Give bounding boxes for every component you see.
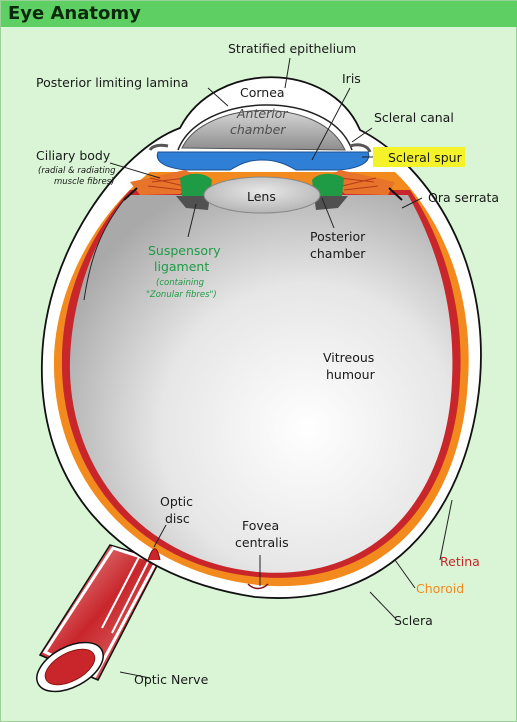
- suspensory-sub-1: (containing: [156, 278, 205, 288]
- scleral-canal-label: Scleral canal: [374, 110, 454, 125]
- ora-serrata-mark-left: [123, 187, 138, 201]
- iris-layer: [148, 143, 372, 171]
- posterior-chamber-label-1: Posterior: [310, 229, 366, 244]
- sclera-label: Sclera: [394, 613, 433, 628]
- ora-serrata-mark-right: [388, 187, 403, 201]
- vitreous-humour: [69, 195, 453, 573]
- ciliary-body-label: Ciliary body: [36, 148, 111, 163]
- posterior-chamber-label-2: chamber: [310, 246, 366, 261]
- choroid-label: Choroid: [416, 581, 464, 596]
- ora-serrata-label: Ora serrata: [428, 190, 499, 205]
- optic-nerve: [36, 544, 162, 693]
- fovea-label-2: centralis: [235, 535, 289, 550]
- optic-disc-mark: [147, 548, 161, 561]
- cornea-region: [177, 104, 353, 151]
- optic-disc-label-1: Optic: [160, 494, 193, 509]
- anterior-chamber-label-2: chamber: [230, 122, 286, 137]
- vitreous-humour-label-1: Vitreous: [323, 350, 374, 365]
- scleral-spur-label: Scleral spur: [388, 150, 463, 165]
- suspensory-label-2: ligament: [154, 259, 209, 274]
- lens: [203, 176, 321, 214]
- cornea-label: Cornea: [240, 85, 285, 100]
- scleral-spur-highlight: [373, 147, 465, 167]
- posterior-limiting-lamina-label: Posterior limiting lamina: [36, 75, 188, 90]
- optic-nerve-label: Optic Nerve: [134, 672, 209, 687]
- ciliary-body-sub-2: muscle fibres): [54, 177, 114, 187]
- stratified-epithelium-label: Stratified epithelium: [228, 41, 356, 56]
- retina-label: Retina: [440, 554, 480, 569]
- optic-disc-label-2: disc: [165, 511, 190, 526]
- fovea-label-1: Fovea: [242, 518, 279, 533]
- suspensory-sub-2: "Zonular fibres"): [146, 290, 217, 300]
- title-bar: Eye Anatomy: [1, 1, 517, 27]
- lens-label: Lens: [247, 189, 276, 204]
- leader-lines: [109, 57, 453, 679]
- suspensory-ligament: [176, 173, 348, 210]
- anterior-chamber-label-1: Anterior: [236, 106, 288, 121]
- ciliary-body-sub-1: (radial & radiating: [38, 166, 116, 176]
- iris-label: Iris: [342, 71, 361, 86]
- suspensory-label-1: Suspensory: [148, 243, 221, 258]
- diagram-title: Eye Anatomy: [8, 3, 141, 24]
- fovea-dip: [247, 583, 269, 590]
- vitreous-humour-label-2: humour: [326, 367, 376, 382]
